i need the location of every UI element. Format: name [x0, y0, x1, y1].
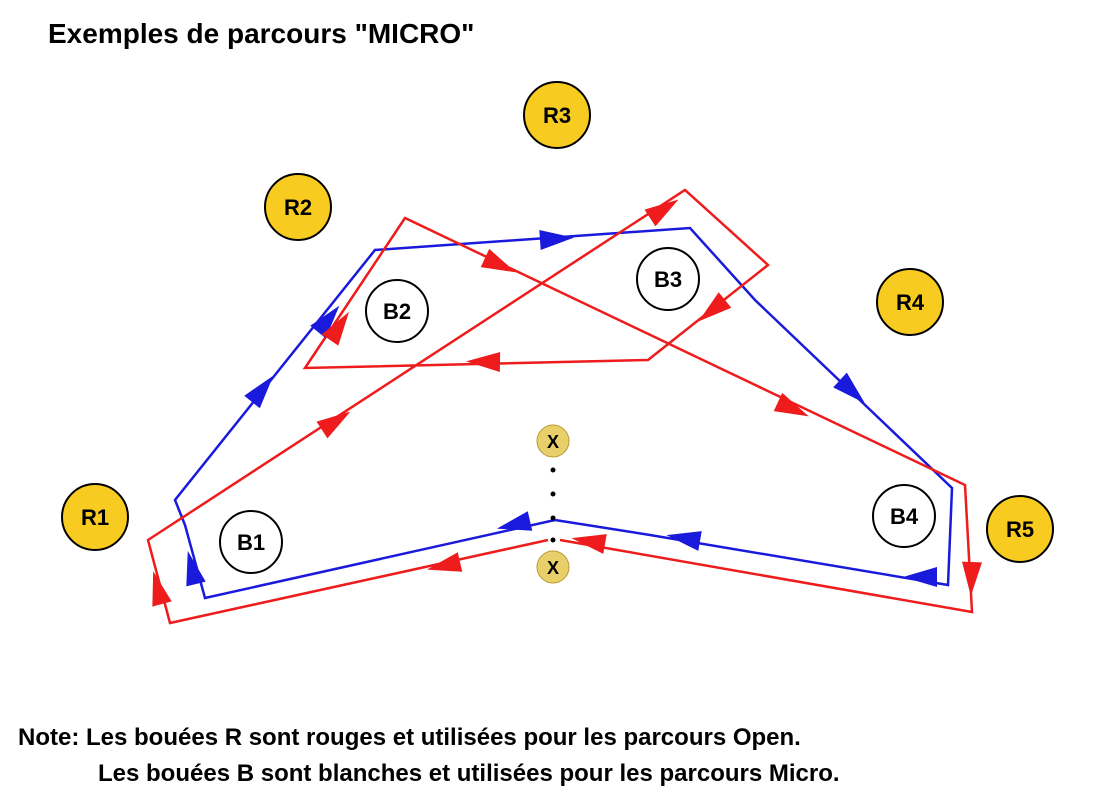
svg-text:X: X: [547, 558, 559, 578]
red-arrow-icon: [644, 199, 679, 227]
buoy-b3: B3: [636, 247, 700, 311]
blue-arrows: [186, 230, 937, 587]
blue-arrow-icon: [496, 511, 533, 531]
red-arrow-icon: [962, 561, 982, 596]
blue-arrow-icon: [244, 375, 274, 409]
svg-text:R4: R4: [896, 290, 925, 315]
red-arrow-icon: [316, 411, 351, 439]
note-line-1: Note: Les bouées R sont rouges et utilis…: [18, 724, 801, 751]
svg-text:R3: R3: [543, 103, 571, 128]
red-arrow-icon: [152, 571, 172, 607]
marker-top: X: [536, 424, 570, 458]
marker-bottom: X: [536, 550, 570, 584]
buoy-r3: R3: [523, 81, 591, 149]
blue-course-path: [173, 226, 954, 600]
svg-text:X: X: [547, 432, 559, 452]
blue-arrow-icon: [186, 551, 206, 587]
buoy-r4: R4: [876, 268, 944, 336]
red-arrow-icon: [571, 534, 607, 554]
red-arrow-icon: [698, 292, 732, 322]
blue-arrow-icon: [539, 230, 574, 250]
buoy-r1: R1: [61, 483, 129, 551]
red-course-path: [146, 188, 974, 625]
buoy-r5: R5: [986, 495, 1054, 563]
red-arrow-icon: [321, 311, 350, 346]
buoy-b1: B1: [219, 510, 283, 574]
blue-arrow-icon: [903, 567, 937, 587]
svg-text:B4: B4: [890, 504, 919, 529]
svg-text:B2: B2: [383, 299, 411, 324]
red-arrow-icon: [426, 552, 463, 572]
blue-arrow-icon: [310, 305, 340, 339]
red-arrow-icon: [466, 352, 501, 372]
note-line-2: Les bouées B sont blanches et utilisées …: [98, 760, 840, 787]
buoy-r2: R2: [264, 173, 332, 241]
svg-text:B1: B1: [237, 530, 265, 555]
red-arrow-icon: [480, 248, 516, 273]
svg-text:R5: R5: [1006, 517, 1034, 542]
svg-text:R2: R2: [284, 195, 312, 220]
center-dotted-line: [550, 467, 556, 543]
blue-arrow-icon: [833, 372, 865, 404]
page-title: Exemples de parcours "MICRO": [48, 18, 475, 49]
red-arrow-icon: [773, 392, 809, 417]
svg-text:R1: R1: [81, 505, 109, 530]
red-arrows: [152, 199, 982, 607]
buoy-b4: B4: [872, 484, 936, 548]
blue-arrow-icon: [666, 531, 702, 551]
buoy-b2: B2: [365, 279, 429, 343]
svg-text:B3: B3: [654, 267, 682, 292]
